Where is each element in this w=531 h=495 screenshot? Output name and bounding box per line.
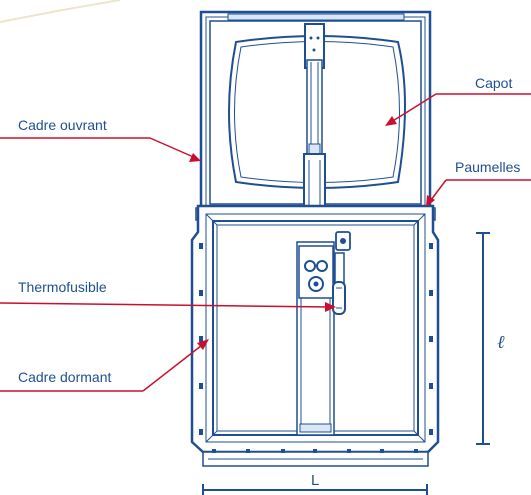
callout-cadre-ouvrant [0,137,201,162]
label-cadre-dormant: Cadre dormant [18,369,111,385]
decorative-curve [0,0,121,23]
callout-thermofusible [0,302,336,312]
width-label: L [311,472,319,489]
left-bolts [199,243,203,435]
label-thermofusible: Thermofusible [18,279,107,295]
thermofusible-fuse [332,281,346,315]
label-cadre-ouvrant: Cadre ouvrant [18,117,107,133]
height-label: ℓ [497,332,505,352]
right-bolts [429,243,433,435]
callout-paumelles [426,179,531,207]
bottom-bolts [212,449,418,453]
width-dimension [202,484,428,495]
label-capot: Capot [475,75,512,91]
callout-cadre-dormant [0,339,209,392]
release-mechanism [298,231,351,299]
label-paumelles: Paumelles [455,159,520,175]
height-dimension [476,232,490,445]
callout-capot [385,93,531,126]
